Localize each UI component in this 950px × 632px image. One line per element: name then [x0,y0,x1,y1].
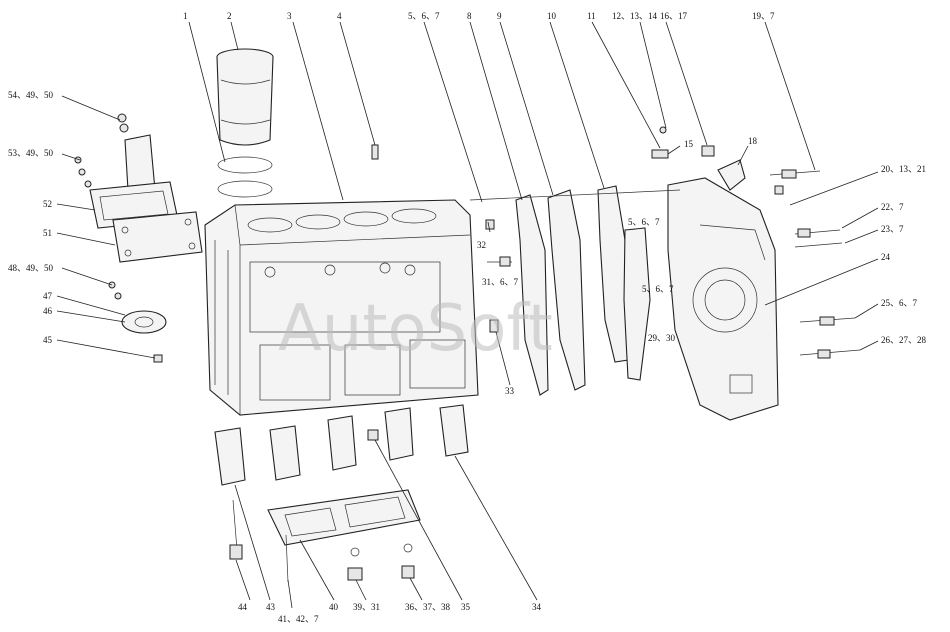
cap-18-part [717,159,746,191]
bolt-44-part [229,499,243,560]
callout-12-13-14: 12、13、14 [612,11,658,21]
callout-11: 11 [587,11,596,21]
callout-20-13-21: 20、13、21 [881,164,926,174]
dowel-pin-part [371,144,379,160]
watermark: AutoSoft [278,292,553,366]
gasket-10-part [597,185,629,363]
callout-33: 33 [505,386,515,396]
callout-4: 4 [337,11,342,21]
gasket-small-part [623,227,651,381]
callout-1: 1 [183,11,188,21]
callout-labels: 1 2 3 4 5、6、7 8 9 10 11 12、13、14 16、17 1… [8,11,927,624]
callout-2: 2 [227,11,232,21]
callout-34: 34 [532,602,542,612]
callout-16-17: 16、17 [660,11,688,21]
callout-26-27-28: 26、27、28 [881,335,927,345]
callout-41-42-7: 41、42、7 [278,614,319,624]
callout-32: 32 [477,240,486,250]
callout-25-6-7: 25、6、7 [881,298,918,308]
plug-45-part [153,354,163,363]
bolts-right-part [769,169,861,359]
part-15 [651,149,669,159]
seal-ring-lower [217,180,273,198]
gasket-8-part [515,194,549,396]
part-12 [659,126,667,134]
bearing-caps-part [214,404,469,486]
flywheel-housing-part [667,177,779,421]
callout-23-7: 23、7 [881,224,904,234]
leader-lines [56,21,879,609]
cylinder-liner-part [216,48,274,146]
breather-bracket-part [117,113,156,191]
callout-5-6-7-c: 5、6、7 [642,284,674,294]
callout-24: 24 [881,252,891,262]
part-35 [367,429,379,441]
callout-31-6-7: 31、6、7 [482,277,519,287]
gasket-51-part [112,211,203,263]
part-16 [701,145,715,157]
callout-45: 45 [43,335,53,345]
lower-fasteners-part [285,534,415,583]
callout-54-49-50: 54、49、50 [8,90,54,100]
cover-46-part [121,310,167,334]
callout-40: 40 [329,602,339,612]
callout-35: 35 [461,602,471,612]
callout-51: 51 [43,228,52,238]
bolts-53-part [74,156,92,188]
callout-9: 9 [497,11,502,21]
callout-10: 10 [547,11,557,21]
callout-15: 15 [684,139,694,149]
callout-47: 47 [43,291,53,301]
gasket-40-part [267,489,421,546]
screws-middle-part [469,189,681,333]
callout-5-6-7: 5、6、7 [408,11,440,21]
callout-18: 18 [748,136,758,146]
plate-9-part [547,189,586,391]
cylinder-block-part [204,199,479,416]
callout-3: 3 [287,11,292,21]
callout-8: 8 [467,11,472,21]
callout-36-37-38: 36、37、38 [405,602,451,612]
callout-5-6-7-b: 5、6、7 [628,217,660,227]
callout-19-7: 19、7 [752,11,775,21]
callout-46: 46 [43,306,53,316]
callout-22-7: 22、7 [881,202,904,212]
callout-29-30: 29、30 [648,333,676,343]
callout-52: 52 [43,199,52,209]
callout-39-31: 39、31 [353,602,380,612]
callout-43: 43 [266,602,276,612]
seal-ring-upper [217,156,273,174]
callout-44: 44 [238,602,248,612]
callout-48-49-50: 48、49、50 [8,263,54,273]
callout-53-49-50: 53、49、50 [8,148,54,158]
